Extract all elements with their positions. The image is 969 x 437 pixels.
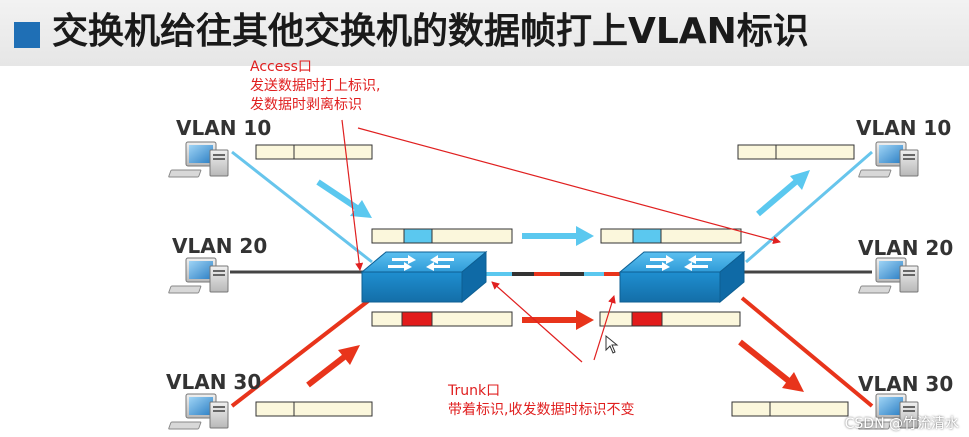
links: [230, 150, 874, 408]
frame-tagged-vlan10-right: [600, 228, 742, 244]
watermark: CSDN @竹流清水: [844, 416, 959, 432]
computer-icon: [168, 393, 229, 430]
frame-tagged-vlan30-right: [599, 311, 741, 327]
arrow-vlan10-trunk: [522, 226, 594, 246]
frame-right-vlan10: [737, 144, 855, 160]
host-label-left-vlan30: VLAN 30: [166, 370, 262, 394]
pointer-trunk-left: [491, 281, 583, 363]
computer-icon: [168, 257, 229, 294]
host-label-left-vlan20: VLAN 20: [172, 234, 268, 258]
link-right-vlan10: [745, 150, 873, 264]
frame-tagged-vlan30-left: [371, 311, 513, 327]
link-left-vlan10: [231, 150, 373, 264]
switch-right: [619, 251, 745, 303]
switch-icon: [361, 251, 487, 303]
title-bar: 交换机给往其他交换机的数据帧打上VLAN标识: [0, 0, 969, 66]
computer-icon: [858, 257, 919, 294]
arrow-vlan10-out: [756, 170, 810, 217]
frame-tagged-vlan10-left: [371, 228, 513, 244]
flow-arrows: [306, 170, 810, 392]
host-label-left-vlan10: VLAN 10: [176, 116, 272, 140]
access-note-line1: Access口: [250, 59, 312, 75]
pointer-access-right: [357, 127, 781, 245]
computer-icon: [858, 141, 919, 178]
link-left-vlan30: [230, 296, 374, 408]
frame-left-vlan30: [255, 401, 373, 417]
arrow-vlan30-out: [738, 339, 804, 392]
arrow-vlan10-in: [316, 179, 372, 218]
title-bullet-icon: [14, 22, 40, 48]
link-right-vlan30: [740, 296, 874, 408]
trunk-port-note: Trunk口 带着标识,收发数据时标识不变: [448, 382, 634, 420]
switch-icon: [619, 251, 745, 303]
arrow-vlan30-in: [306, 345, 360, 388]
frames: [255, 144, 855, 417]
frame-left-vlan10: [255, 144, 373, 160]
pointer-trunk-right: [593, 295, 616, 361]
trunk-note-line1: Trunk口: [448, 383, 501, 399]
page-title: 交换机给往其他交换机的数据帧打上VLAN标识: [52, 11, 809, 52]
host-label-right-vlan10: VLAN 10: [856, 116, 952, 140]
computer-icon: [168, 141, 229, 178]
trunk-note-line2: 带着标识,收发数据时标识不变: [448, 402, 635, 418]
switch-left: [361, 251, 487, 303]
frame-right-vlan30: [731, 401, 849, 417]
access-note-line3: 发数据时剥离标识: [250, 97, 362, 113]
access-port-note: Access口 发送数据时打上标识, 发数据时剥离标识: [250, 58, 380, 115]
host-label-right-vlan30: VLAN 30: [858, 372, 954, 396]
arrow-vlan30-trunk: [522, 310, 594, 330]
host-label-right-vlan20: VLAN 20: [858, 236, 954, 260]
mouse-cursor-icon: [605, 334, 619, 354]
access-note-line2: 发送数据时打上标识,: [250, 78, 381, 94]
annotation-pointers: [341, 119, 781, 363]
pointer-access-left: [341, 119, 364, 271]
